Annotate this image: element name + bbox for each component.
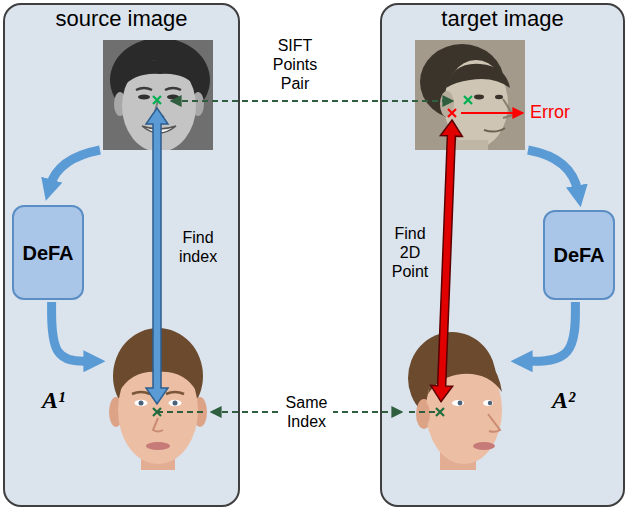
connector: [52, 302, 90, 361]
model-symbol: A¹: [42, 386, 65, 414]
brow: [166, 392, 184, 394]
flow-arrow: [50, 150, 100, 186]
sift-point-mark: [153, 96, 161, 104]
brow: [165, 88, 181, 90]
nose: [488, 414, 500, 432]
find-point-arrow-shape: [430, 120, 463, 403]
lips: [146, 442, 170, 450]
index-leader: [409, 411, 440, 413]
model-box: DeFA: [12, 205, 84, 300]
find-index-arrow: [146, 108, 168, 404]
nose: [503, 99, 513, 118]
label-slot: Same Index: [281, 393, 333, 431]
pupil: [488, 401, 492, 405]
label-slot: A¹: [42, 386, 65, 414]
eye: [495, 95, 503, 99]
sift-point-mark: [464, 96, 472, 104]
pupil: [173, 401, 178, 406]
index-leader: [157, 411, 206, 413]
pupil: [458, 401, 463, 406]
sift-pair-arrow: [172, 100, 452, 102]
model-symbol: A²: [552, 386, 575, 414]
label-slot: Find index: [168, 228, 228, 266]
lips: [473, 442, 495, 450]
model-name: DeFA: [553, 243, 604, 267]
neck: [452, 140, 488, 150]
panel-title: source image: [5, 6, 238, 32]
brow: [132, 392, 150, 394]
connector-label: Find 2D Point: [386, 224, 434, 281]
label-slot: A²: [552, 386, 575, 414]
connector: [526, 302, 575, 361]
hair-fringe: [446, 64, 510, 88]
brow: [136, 88, 152, 90]
pupil: [139, 401, 144, 406]
model-name: DeFA: [22, 241, 73, 265]
label-slot: Find 2D Point: [386, 224, 434, 281]
mouth: [484, 128, 505, 132]
target-3d-face: [408, 332, 502, 470]
hair-fringe: [122, 60, 197, 88]
photo-ground: [415, 40, 525, 150]
eye: [483, 400, 493, 406]
connector-label: Same Index: [281, 393, 333, 431]
eye: [452, 400, 464, 406]
eye: [135, 400, 148, 406]
ear: [418, 402, 430, 426]
eye: [474, 95, 484, 100]
error-arrow: [461, 112, 522, 114]
model-box: DeFA: [543, 210, 615, 300]
panel-title: target image: [382, 6, 623, 32]
flow-arrow: [528, 150, 578, 192]
target-photo: [415, 40, 525, 150]
error-label: Error: [530, 102, 570, 123]
eye: [167, 94, 179, 99]
eye: [169, 400, 182, 406]
nose: [153, 418, 163, 432]
eye: [138, 94, 150, 99]
projected-point-mark: [448, 109, 456, 117]
connector-label: Find index: [168, 228, 228, 266]
connector-label: SIFT Points Pair: [265, 36, 325, 93]
find-point-arrow: [430, 120, 463, 403]
label-slot: SIFT Points Pair: [265, 36, 325, 93]
label-slot: Error: [530, 102, 570, 123]
